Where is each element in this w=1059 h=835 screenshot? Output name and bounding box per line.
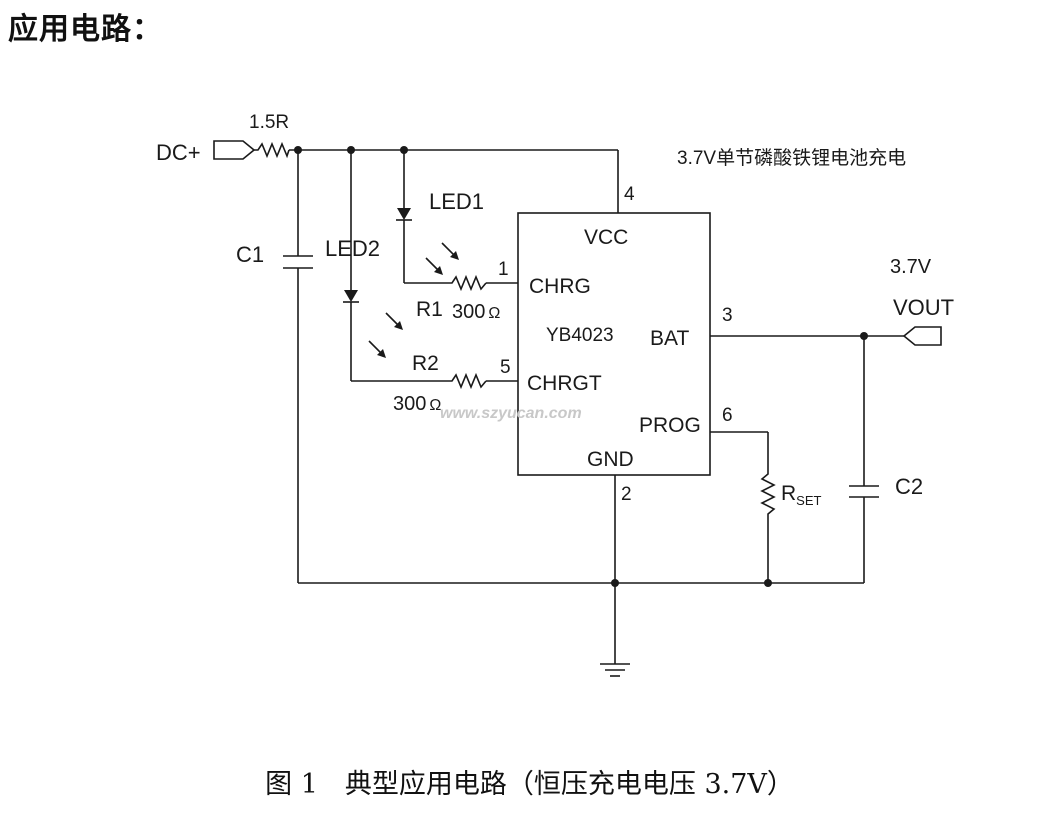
led2-arrowhead-2 xyxy=(377,349,386,358)
junction-dot xyxy=(764,579,772,587)
led1-arrow-1 xyxy=(441,242,456,257)
dc-input-connector xyxy=(213,140,256,160)
led1-light-arrows-icon xyxy=(425,242,459,275)
vout-output-connector xyxy=(902,326,942,346)
junction-dot xyxy=(611,579,619,587)
input-resistor-label: 1.5R xyxy=(249,112,289,133)
pin-chrg-number: 1 xyxy=(498,259,509,280)
dc-input-label: DC+ xyxy=(156,140,201,165)
pin-gnd-name: GND xyxy=(587,448,634,471)
r1-resistor xyxy=(448,274,487,292)
led2-label: LED2 xyxy=(325,236,380,261)
junctions xyxy=(294,146,868,587)
pin-chrgt-name: CHRGT xyxy=(527,372,602,395)
r2-ohm-symbol: Ω xyxy=(429,397,441,414)
led1-label: LED1 xyxy=(429,189,484,214)
r2-resistor xyxy=(448,372,487,390)
junction-dot xyxy=(400,146,408,154)
pin-vcc-number: 4 xyxy=(624,184,635,205)
led1-arrowhead-1 xyxy=(450,251,459,260)
led1-arrowhead-2 xyxy=(434,266,443,275)
r2-label: R2 xyxy=(412,352,439,375)
led2-arrow-1 xyxy=(385,312,400,327)
led2-light-arrows-icon xyxy=(368,312,403,358)
pin-prog-number: 6 xyxy=(722,405,733,426)
pin-prog-name: PROG xyxy=(639,414,701,437)
r2-value-number: 300 xyxy=(393,393,426,415)
pin-vcc-name: VCC xyxy=(584,226,628,249)
pin-bat-number: 3 xyxy=(722,305,733,326)
pin-chrgt-number: 5 xyxy=(500,357,511,378)
junction-dot xyxy=(347,146,355,154)
c1-label: C1 xyxy=(236,242,264,267)
c2-label: C2 xyxy=(895,474,923,499)
led2-arrow-2 xyxy=(368,340,383,355)
charging-note: 3.7V单节磷酸铁锂电池充电 xyxy=(677,147,906,169)
led1-arrow-2 xyxy=(425,257,440,272)
led1-diode-icon xyxy=(397,208,411,220)
page-heading: 应用电路： xyxy=(8,12,163,47)
rset-resistor xyxy=(760,470,776,520)
input-resistor xyxy=(254,141,290,159)
r1-label: R1 xyxy=(416,298,443,321)
junction-dot xyxy=(860,332,868,340)
ic-body xyxy=(517,212,711,476)
watermark-text: www.szyucan.com xyxy=(440,405,582,422)
output-voltage-label: 3.7V xyxy=(890,256,932,278)
pin-gnd-number: 2 xyxy=(621,484,632,505)
ic-part-number: YB4023 xyxy=(546,325,614,346)
figure-caption: 图 1 典型应用电路（恒压充电电压 3.7V） xyxy=(265,769,794,800)
led2-arrowhead-1 xyxy=(394,321,403,330)
rset-label: RSET xyxy=(781,482,822,508)
junction-dot xyxy=(294,146,302,154)
led2-diode-icon xyxy=(344,290,358,302)
r1-ohm-symbol: Ω xyxy=(488,305,500,322)
pin-bat-name: BAT xyxy=(650,327,689,350)
pin-chrg-name: CHRG xyxy=(529,275,591,298)
rset-label-subscript: SET xyxy=(796,493,821,508)
r1-value-number: 300 xyxy=(452,301,485,323)
rset-label-main: R xyxy=(781,482,796,505)
ground-icon xyxy=(600,663,630,677)
vout-label: VOUT xyxy=(893,295,954,320)
